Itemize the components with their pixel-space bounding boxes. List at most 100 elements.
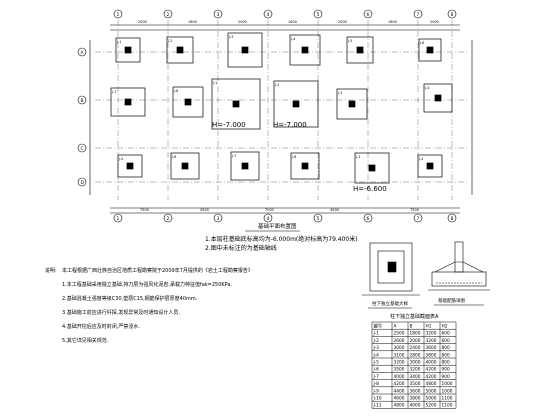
notes-item-1: 1.本工程基础采用独立基础,持力层为强风化泥岩,承载力特征值fak=250KPa…: [62, 281, 233, 288]
schedule-cell: 3200: [410, 367, 421, 373]
axis-bubble-bottom-2: [163, 213, 173, 223]
schedule-cell: 3500: [394, 367, 405, 373]
column-3: [241, 46, 249, 54]
column-14: [181, 162, 189, 170]
footing-label-9: J-1: [212, 81, 217, 85]
column-2: [176, 46, 184, 54]
axis-bubble-top-2: [163, 9, 173, 19]
schedule-cell: 5000: [426, 388, 437, 394]
schedule-cell: 4000: [426, 360, 437, 366]
schedule-cell: J-6: [373, 367, 380, 373]
footing-label-13: J-5: [118, 157, 123, 161]
elevation-label-3: H=-6.600: [353, 185, 387, 193]
axis-bubble-left-label-4: D: [81, 180, 85, 186]
footing-12: [423, 83, 453, 113]
plan-title: 基础平面布置图: [258, 222, 297, 230]
bottom-dim-label-4: 4500: [330, 208, 339, 212]
axis-bubble-top-label-3: 3: [217, 12, 220, 18]
schedule-cell: 4200: [394, 381, 405, 387]
column-16: [301, 162, 309, 170]
bottom-dim-label-1: 7500: [140, 208, 149, 212]
schedule-cell: 1000: [442, 388, 453, 394]
footing-label-11: J-3: [337, 91, 342, 95]
column-6: [426, 46, 434, 54]
axis-bubble-bottom-label-4: 4: [267, 216, 270, 222]
axis-bubble-top-4: [263, 9, 273, 19]
schedule-cell: 4600: [394, 396, 405, 402]
schedule-cell: A: [394, 324, 397, 330]
schedule-cell: 1100: [442, 403, 453, 409]
axis-bubble-bottom-6: [363, 213, 373, 223]
detail1-column: [387, 261, 397, 273]
top-dim-label-1: 2000: [138, 20, 147, 24]
axis-bubble-bottom-label-8: 8: [451, 216, 454, 222]
footing-label-10: J-2: [274, 83, 279, 87]
schedule-cell: 2800: [410, 352, 421, 358]
axis-bubble-bottom-1: [113, 213, 123, 223]
footing-label-17: J-1: [355, 155, 360, 159]
footing-label-3: J-3: [228, 35, 233, 39]
schedule-cell: 1000: [442, 381, 453, 387]
schedule-cell: 600: [442, 331, 450, 337]
schedule-cell: 3800: [410, 396, 421, 402]
schedule-cell: 4800: [394, 403, 405, 409]
schedule-cell: 800: [442, 345, 450, 351]
schedule-cell: 1100: [442, 396, 453, 402]
schedule-cell: J-4: [373, 352, 380, 358]
footing-label-14: J-6: [171, 155, 176, 159]
schedule-cell: 3200: [426, 338, 437, 344]
detail1-inner: [377, 250, 405, 284]
footing-15: [230, 151, 260, 181]
schedule-cell: 5000: [426, 396, 437, 402]
schedule-cell: H2: [442, 324, 448, 330]
schedule-cell: J-8: [373, 381, 380, 387]
bottom-dim-label-3: 7000: [265, 208, 274, 212]
footing-14: [170, 152, 200, 180]
schedule-cell: 900: [442, 367, 450, 373]
column-17: [368, 164, 376, 172]
axis-bubble-bottom-label-1: 1: [117, 216, 120, 222]
axis-bubble-top-label-8: 8: [451, 12, 454, 18]
schedule-cell: 2600: [394, 338, 405, 344]
schedule-cell: 4000: [394, 374, 405, 380]
footing-detail-1: 柱下独立基础大样: [362, 242, 420, 309]
column-18: [426, 162, 434, 170]
footing-label-8: J-8: [173, 89, 178, 93]
bottom-dim-label-5: 7500: [410, 208, 419, 212]
schedule-cell: 4800: [426, 381, 437, 387]
column-15: [241, 162, 249, 170]
footing-16: [290, 152, 320, 180]
notes-item-3: 3.基础施工前应进行钎探,发现异常及时通知设计人员.: [62, 309, 180, 316]
axis-bubble-top-6: [363, 9, 373, 19]
schedule-cell: 2000: [410, 338, 421, 344]
footing-label-15: J-7: [231, 154, 236, 158]
schedule-cell: 800: [442, 360, 450, 366]
footing-10: [273, 80, 319, 128]
footing-5: [346, 36, 374, 64]
schedule-cell: 3000: [410, 360, 421, 366]
top-dim-label-4: 1600: [288, 20, 297, 24]
schedule-cell: J-3: [373, 345, 380, 351]
schedule-cell: 900: [442, 374, 450, 380]
notes-heading: 说明:: [45, 267, 57, 274]
schedule-cell: 1800: [410, 331, 421, 337]
top-dim-label-3: 2000: [238, 20, 247, 24]
footing-13: [117, 154, 143, 178]
footing-11: [336, 88, 368, 120]
axis-bubble-top-7: [413, 9, 423, 19]
foundation-plan: [89, 24, 473, 214]
footing-2: [166, 36, 194, 64]
top-dim-label-2: 1600: [188, 20, 197, 24]
detail2-column: [454, 241, 464, 273]
column-11: [348, 100, 356, 108]
schedule-cell: 4000: [410, 403, 421, 409]
axis-bubble-left-label-2: B: [81, 98, 84, 104]
footing-8: [172, 86, 204, 118]
schedule-cell: 4200: [426, 374, 437, 380]
schedule-cell: 3500: [410, 381, 421, 387]
footing-detail-2: 基础配筋详图: [428, 241, 490, 306]
